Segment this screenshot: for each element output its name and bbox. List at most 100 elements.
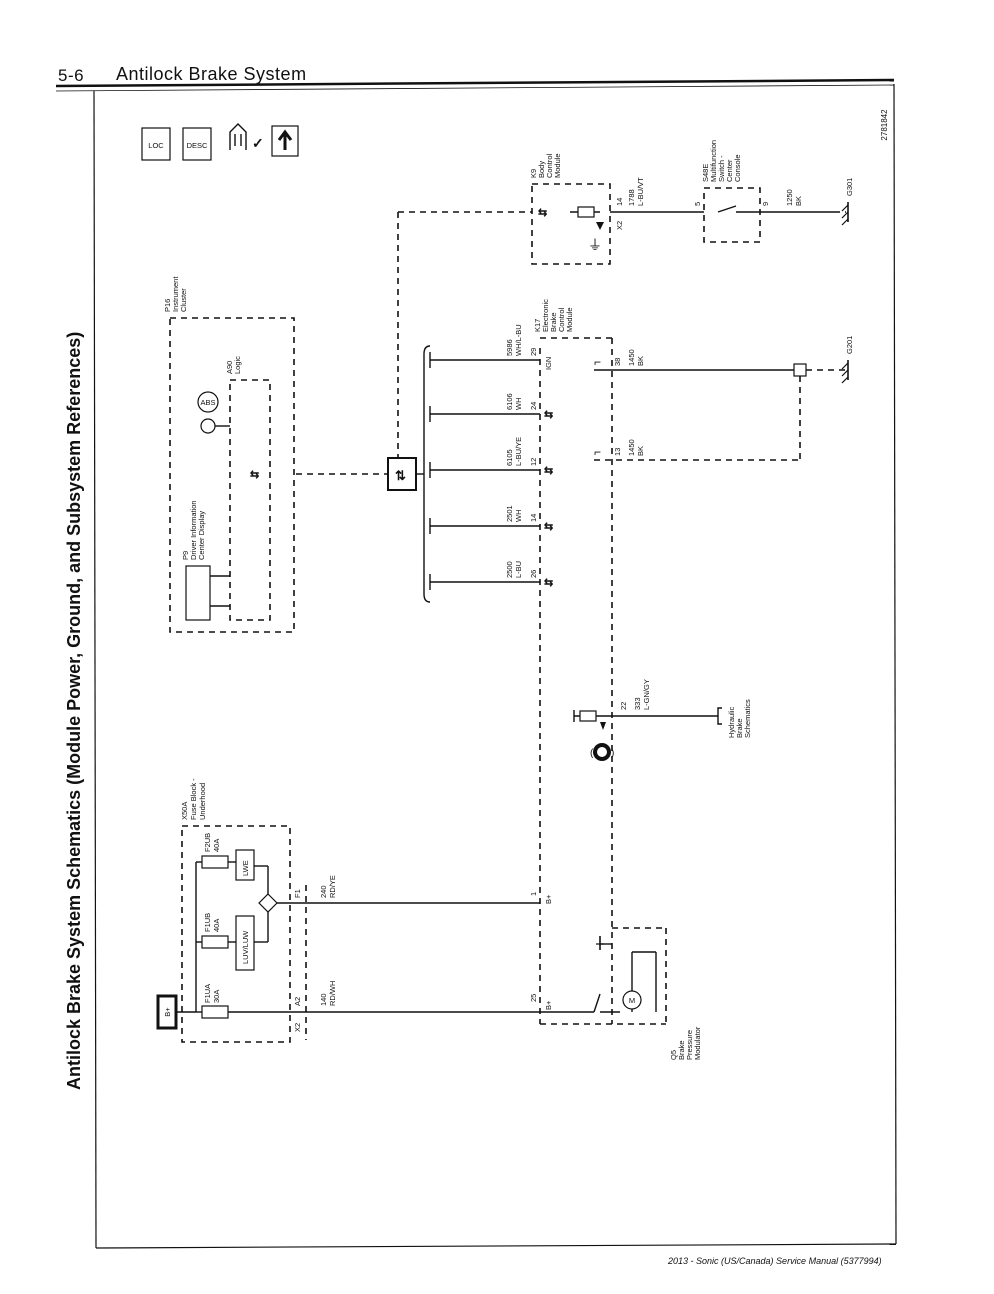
wire-6105-num: 6105 bbox=[505, 449, 514, 466]
frame-right bbox=[893, 83, 897, 1245]
modulator-id: Q5 bbox=[669, 1050, 678, 1060]
wire-2500-color: L-BU bbox=[514, 561, 523, 578]
ebcm-pin-14: 14 bbox=[529, 514, 538, 522]
cluster-name-1: Instrument bbox=[171, 276, 180, 312]
switch-id: S48E bbox=[701, 164, 710, 182]
relay-lwe bbox=[235, 849, 255, 881]
ebcm-pin-25: 25 bbox=[529, 994, 538, 1002]
relay-lwe-label: LWE bbox=[241, 860, 250, 876]
cluster-outline bbox=[169, 317, 295, 633]
ebcm-ign: IGN bbox=[544, 357, 553, 370]
brake-input-resistor bbox=[579, 710, 597, 722]
wire-333-num: 333 bbox=[633, 697, 642, 710]
wire-1450-a-num: 1450 bbox=[627, 349, 636, 366]
service-tools-icon: ✓ bbox=[229, 123, 264, 151]
modulator-name-2: Pressure bbox=[685, 1030, 694, 1060]
fuse-f1ua-rating: 30A bbox=[212, 990, 221, 1003]
header-rule-thin bbox=[55, 84, 895, 92]
ground-pin-symbol: ⌐ bbox=[594, 355, 601, 369]
ebcm-pin-1: 1 bbox=[529, 892, 538, 896]
switch-name-2: Switch - bbox=[717, 155, 726, 182]
fuse-block-name-1: Fuse Block - bbox=[189, 778, 198, 820]
bcm-input-icon: ⏚ bbox=[588, 237, 602, 253]
wire-1450-b-num: 1450 bbox=[627, 439, 636, 456]
wire-2500-num: 2500 bbox=[505, 561, 514, 578]
fuse-block-name-2: Underhood bbox=[198, 783, 207, 820]
frame-left bbox=[93, 90, 97, 1249]
wire-140-num: 140 bbox=[319, 993, 328, 1006]
ebcm-bplus-2: B+ bbox=[544, 1000, 553, 1010]
logic-name: Logic bbox=[233, 356, 242, 374]
bcm-name-3: Module bbox=[553, 153, 562, 178]
splice-pack bbox=[793, 363, 807, 377]
dic-id: P9 bbox=[181, 551, 190, 560]
fuse-f2ub-rating: 40A bbox=[212, 839, 221, 852]
conn-f1-label: F1 bbox=[293, 889, 302, 898]
wire-6106-color: WH bbox=[514, 398, 523, 411]
ebcm-bplus-1: B+ bbox=[544, 894, 553, 904]
wire-240-color: RD/YE bbox=[328, 875, 337, 898]
dic-name-2: Center Display bbox=[197, 511, 206, 560]
relay-luv-luw bbox=[235, 915, 255, 971]
fuse-f1ub bbox=[201, 935, 229, 949]
svg-text:): ) bbox=[611, 748, 614, 759]
cluster-id: P16 bbox=[163, 299, 172, 312]
ebcm-pin-26: 26 bbox=[529, 570, 538, 578]
switch-outline bbox=[703, 187, 761, 243]
switch-name-3: Center bbox=[725, 159, 734, 182]
ebcm-pin-29: 29 bbox=[529, 348, 538, 356]
switch-name-1: Multifunction bbox=[709, 140, 718, 182]
input-arrow-icon bbox=[600, 722, 606, 730]
abs-lamp-icon bbox=[197, 391, 219, 413]
loc-icon bbox=[141, 127, 171, 161]
bcm-name-1: Body bbox=[537, 161, 546, 178]
ebcm-name-3: Control bbox=[557, 307, 566, 332]
ground-g301-label: G301 bbox=[845, 178, 854, 196]
wire-1250-num: 1250 bbox=[785, 189, 794, 206]
bcm-pullup-resistor bbox=[577, 206, 595, 218]
dic-name-1: Driver Information bbox=[189, 500, 198, 560]
ebcm-id: K17 bbox=[533, 319, 542, 332]
cluster-name-2: Cluster bbox=[179, 288, 188, 312]
bcm-arrow-icon bbox=[596, 222, 604, 230]
ebcm-pin-38: 38 bbox=[613, 358, 622, 366]
hydraulic-ref-3: Schematics bbox=[743, 699, 752, 738]
bcm-id: K9 bbox=[529, 169, 538, 178]
fuse-f1ub-rating: 40A bbox=[212, 919, 221, 932]
wire-6106-num: 6106 bbox=[505, 393, 514, 410]
abs-lamp-label: ABS bbox=[200, 398, 215, 407]
wire-333-color: L-GN/GY bbox=[642, 679, 651, 710]
serial-data-bracket bbox=[423, 345, 431, 603]
ground-g301-icon bbox=[841, 202, 849, 226]
wire-1788-color: L-BU/VT bbox=[636, 177, 645, 206]
switch-pin-5: 5 bbox=[693, 202, 702, 206]
ebcm-pin-13: 13 bbox=[613, 448, 622, 456]
lamp-bulb-icon bbox=[200, 418, 216, 434]
data-arrow-icon: ⇆ bbox=[544, 521, 553, 533]
data-arrow-icon: ⇆ bbox=[544, 409, 553, 421]
hydraulic-ref-2: Brake bbox=[735, 718, 744, 738]
switch-pin-9: 9 bbox=[761, 202, 770, 206]
loc-icon-label: LOC bbox=[148, 141, 164, 150]
data-arrow-icon: ⇆ bbox=[250, 469, 259, 481]
fuse-diamond-junction bbox=[258, 893, 278, 913]
conn-a2-label: A2 bbox=[293, 997, 302, 1006]
svg-text:✓: ✓ bbox=[252, 135, 264, 151]
modulator-ground-icon bbox=[596, 936, 612, 950]
frame-bottom bbox=[95, 1243, 897, 1249]
wire-240-num: 240 bbox=[319, 885, 328, 898]
brake-warning-icon: ( ) bbox=[590, 743, 614, 761]
fuse-f1ub-id: F1UB bbox=[203, 913, 212, 932]
gateway-arrows-icon: ⇅ bbox=[395, 468, 406, 483]
wire-1450-a-color: BK bbox=[636, 356, 645, 366]
desc-icon bbox=[182, 127, 212, 161]
ground-pin-symbol: ⌐ bbox=[594, 445, 601, 459]
conn-x2-label: X2 bbox=[293, 1023, 302, 1032]
ground-g201-icon bbox=[841, 360, 849, 384]
data-arrow-icon: ⇆ bbox=[538, 207, 547, 219]
hydraulic-ref-1: Hydraulic bbox=[727, 706, 736, 738]
desc-icon-label: DESC bbox=[187, 141, 208, 150]
header-rule bbox=[55, 78, 895, 88]
